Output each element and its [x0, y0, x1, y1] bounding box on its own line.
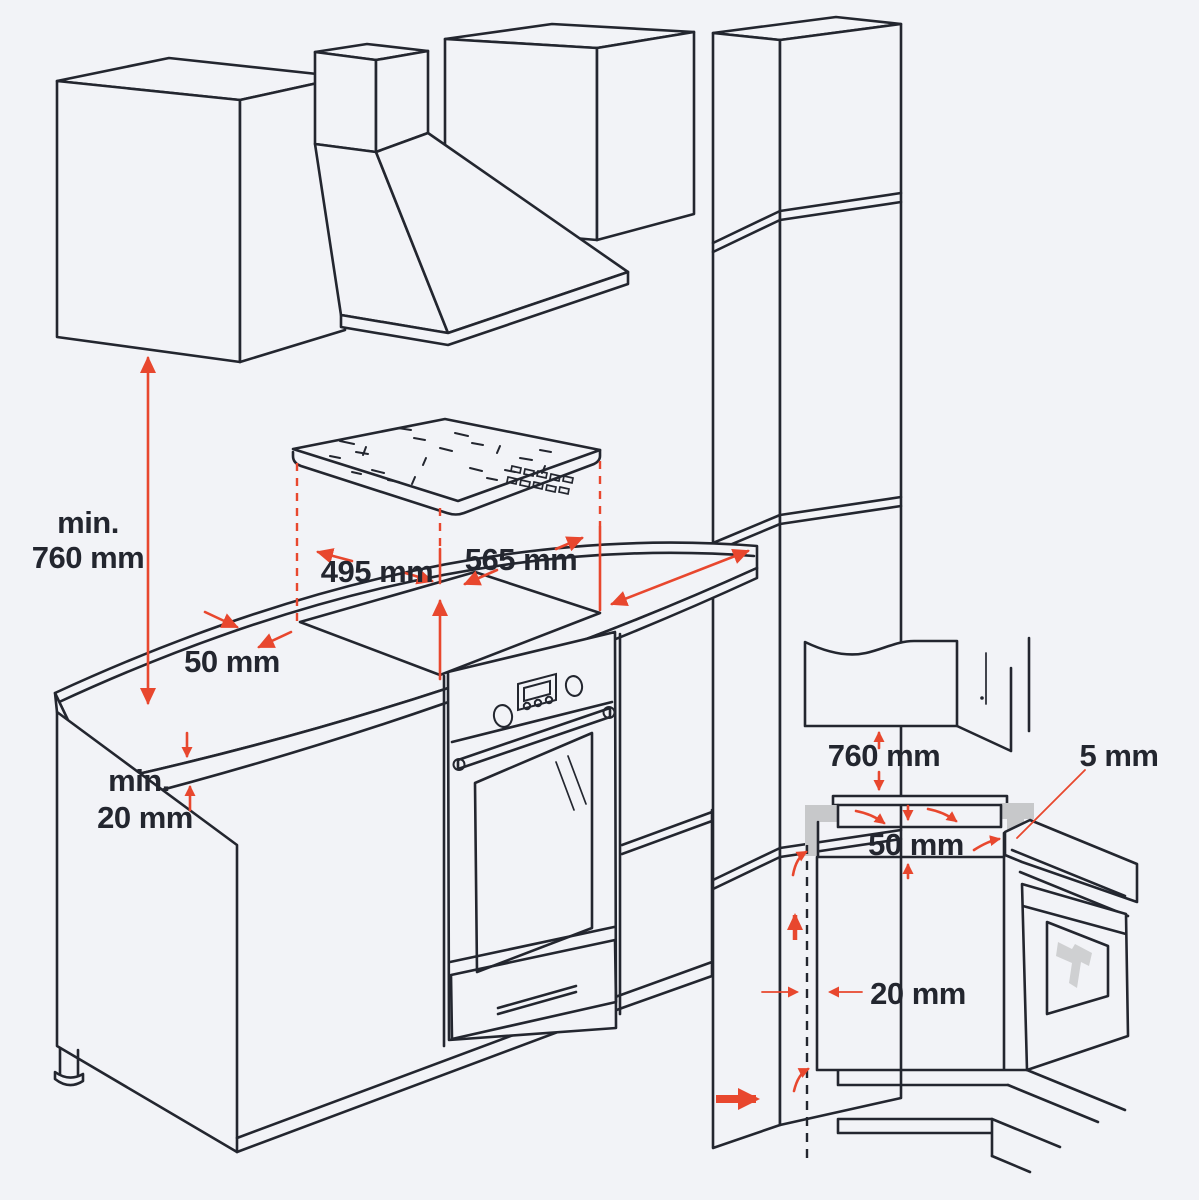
oven-knob-left [492, 704, 514, 728]
control-panel-line [450, 700, 614, 744]
label-detail-760mm: 760 mm [828, 738, 940, 773]
detail-worktop-slab [1003, 818, 1139, 904]
cooktop-zone-markings [329, 427, 552, 485]
cutout-width-arrow-outer [554, 536, 584, 552]
label-min: min. [57, 505, 119, 540]
drawer-handle-slot [496, 984, 578, 1016]
dimension-arrows-main [140, 356, 750, 812]
detail-niche [815, 855, 1029, 1087]
projection-lines [295, 461, 602, 681]
airflow-arrow-2 [926, 807, 958, 823]
window-reflection [555, 755, 587, 811]
cooktop [291, 417, 602, 516]
cooktop-glass [291, 417, 602, 503]
base-cabinet [53, 710, 714, 1154]
detail-plinth [836, 1117, 994, 1158]
label-min-2: min. [108, 763, 170, 798]
label-20mm: 20 mm [97, 800, 193, 835]
oven-drawer [449, 938, 618, 1041]
corner-airflow-arrow [792, 1067, 810, 1093]
detail-wall-cabinet [803, 639, 959, 728]
plinth-lines [235, 960, 714, 1154]
rear-clearance-arrow-1 [203, 610, 239, 629]
dimension-labels-main: min. 760 mm 495 mm 565 mm 50 mm min. 20 … [32, 505, 578, 835]
label-495mm: 495 mm [321, 554, 433, 589]
detail-bracket-right-upper [1002, 803, 1034, 819]
cooktop-control-panel [506, 464, 574, 496]
right-section-lines [620, 808, 714, 962]
hood-rim [339, 270, 630, 347]
built-in-oven [442, 630, 622, 1048]
rear-clearance-arrow-2 [257, 630, 293, 649]
wall-cabinet-left [55, 56, 347, 364]
cutout-depth-arrow-outer [316, 548, 354, 564]
label-50mm: 50 mm [184, 644, 280, 679]
bracket-airflow-arrow [791, 850, 808, 877]
hood-duct-left [313, 50, 378, 154]
label-detail-50mm: 50 mm [868, 827, 964, 862]
label-760mm: 760 mm [32, 540, 144, 575]
oven-knob-right [564, 675, 584, 697]
gap-airflow-arrow [972, 835, 1001, 852]
detail-window-reflection [1056, 942, 1092, 988]
side-clearance-arrow [610, 548, 750, 607]
detail-cabinet-side-panels [955, 636, 1031, 753]
oven-front [446, 630, 618, 1042]
cutout-depth-arrow-inner [400, 569, 434, 585]
oven-niche-edges [442, 632, 622, 1048]
detail-base-3d-edges [990, 1068, 1127, 1174]
detail-slab-inner-line [1010, 848, 1127, 898]
oven-window [473, 731, 594, 974]
adjustable-leg [53, 1070, 85, 1087]
oven-button [533, 698, 543, 708]
cooktop-body [291, 448, 602, 516]
airflow-arrow-1 [854, 809, 886, 825]
detail-bracket-left [805, 805, 838, 856]
worktop-cutout [298, 570, 602, 677]
cutout-width-arrow-inner [463, 568, 499, 586]
detail-hob-tub [836, 803, 1003, 829]
door-bottom-line [448, 925, 616, 964]
oven-button [522, 701, 532, 711]
panel-dot [980, 696, 984, 700]
detail-oven-window [1045, 920, 1110, 1016]
handle-mount-right [602, 706, 616, 719]
oven-display [517, 672, 557, 712]
handle-mount-left [452, 758, 466, 771]
chimney-hood [313, 42, 630, 347]
label-565mm: 565 mm [465, 542, 577, 577]
cross-section-detail: 760 mm 5 mm 50 mm 20 mm [716, 636, 1159, 1174]
detail-hob-glass [831, 794, 1009, 807]
label-detail-20mm: 20 mm [870, 976, 966, 1011]
countertop-front-band [96, 566, 759, 808]
detail-oven-panel-line [1021, 904, 1128, 936]
side-gap-pointer-line [1016, 769, 1086, 839]
oven-button [544, 695, 554, 705]
label-detail-5mm: 5 mm [1080, 738, 1159, 773]
